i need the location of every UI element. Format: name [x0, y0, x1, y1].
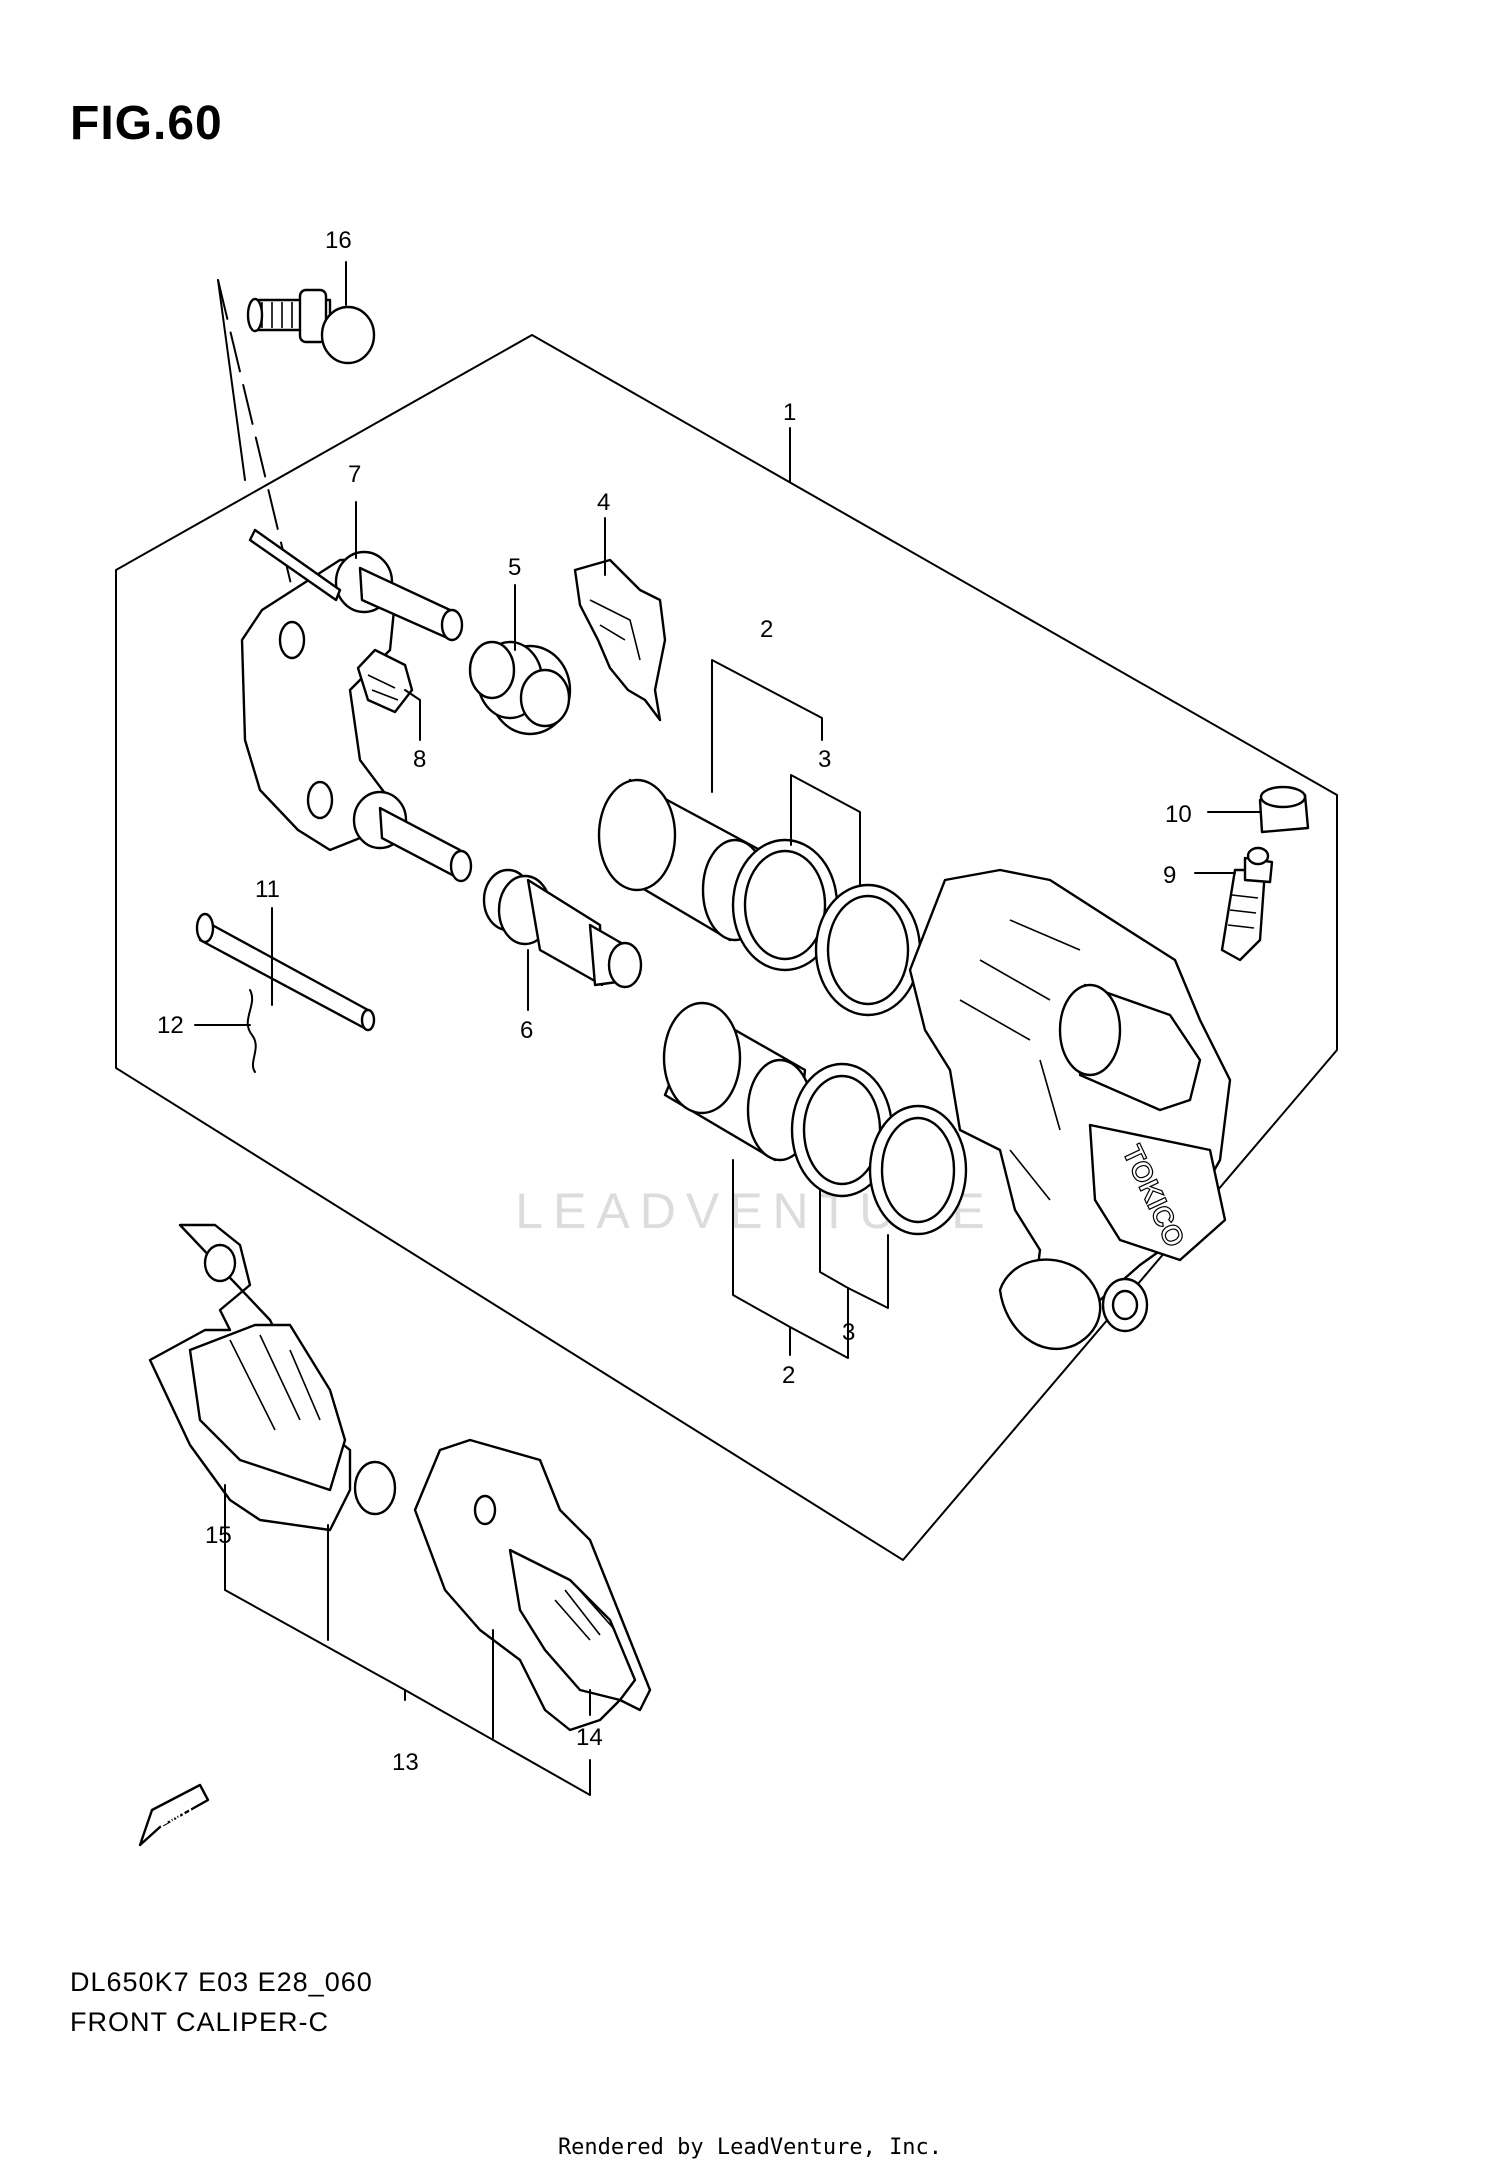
caliper-bracket-7[interactable]	[240, 528, 473, 883]
figure-code: DL650K7 E03 E28_060	[70, 1967, 373, 1997]
callout-13: 13	[392, 1749, 419, 1776]
brake-pad-15[interactable]	[148, 1223, 397, 1532]
bolt-16-guide	[217, 279, 246, 481]
callout-7: 7	[348, 461, 361, 488]
callout-8: 8	[413, 746, 426, 773]
callout-5: 5	[508, 554, 521, 581]
caliper-body[interactable]: TOKICO	[908, 868, 1232, 1351]
callout-9: 9	[1163, 862, 1176, 889]
callout-11: 11	[255, 876, 280, 903]
leader-lines	[194, 261, 1261, 1796]
callout-3-upper: 3	[818, 746, 831, 773]
spring-clip-8[interactable]	[356, 648, 414, 714]
callout-15: 15	[205, 1522, 232, 1549]
bleeder-cap-10[interactable]	[1258, 785, 1310, 834]
callout-3-lower: 3	[842, 1319, 855, 1346]
brake-pad-14[interactable]	[413, 1438, 652, 1732]
slide-pin-6[interactable]	[482, 868, 643, 989]
callout-2-lower: 2	[782, 1362, 795, 1389]
bolt-16-dashed-guide	[217, 279, 309, 656]
pin-clip-12[interactable]	[246, 989, 257, 1073]
bolt-16[interactable]	[246, 288, 376, 365]
callout-10: 10	[1165, 801, 1192, 828]
fwd-arrow-badge: FWD	[138, 1783, 210, 1847]
dust-boot-5[interactable]	[468, 640, 572, 736]
callout-2-upper: 2	[760, 616, 773, 643]
callout-14: 14	[576, 1724, 603, 1751]
callout-4: 4	[597, 489, 610, 516]
seals-3-upper[interactable]	[731, 838, 922, 1017]
figure-title: FIG.60	[70, 97, 223, 150]
piston-2-lower[interactable]	[662, 1001, 814, 1162]
pad-pin-11[interactable]	[195, 912, 376, 1032]
callout-12: 12	[157, 1012, 184, 1039]
render-credit: Rendered by LeadVenture, Inc.	[557, 2135, 943, 2160]
callout-1: 1	[783, 399, 796, 426]
bleeder-valve-9[interactable]	[1220, 846, 1274, 962]
callout-16: 16	[325, 227, 352, 254]
pad-spring-4[interactable]	[573, 558, 667, 722]
callout-6: 6	[520, 1017, 533, 1044]
seals-3-lower[interactable]	[790, 1062, 968, 1236]
figure-name: FRONT CALIPER-C	[70, 2007, 330, 2037]
caliper-assembly-outline	[115, 334, 1338, 1561]
